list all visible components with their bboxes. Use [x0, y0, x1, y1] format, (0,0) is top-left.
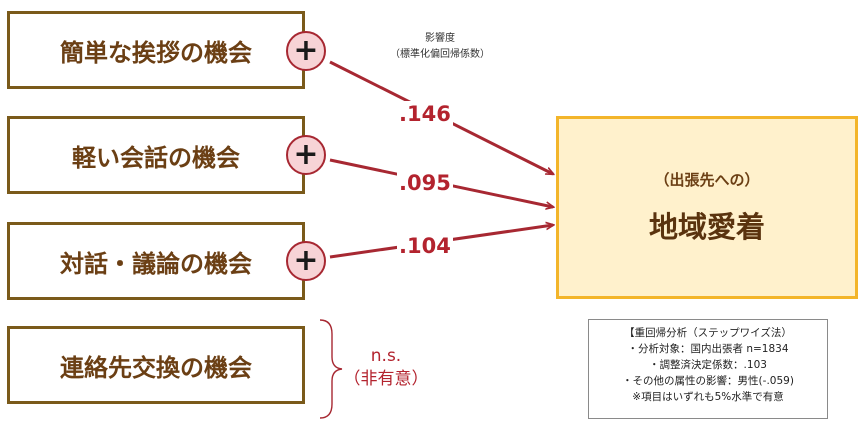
ns-explanation: （非有意）: [343, 369, 429, 389]
outcome-title: 地域愛着: [648, 210, 765, 244]
plus-icon: +: [286, 31, 326, 71]
plus-icon: +: [286, 241, 326, 281]
legend-title: 影響度: [425, 33, 455, 44]
note-line: ・その他の属性の影響：男性(-.059): [622, 375, 794, 387]
factor-box-greeting: 簡単な挨拶の機会: [7, 11, 305, 89]
analysis-note-box: 【重回帰分析（ステップワイズ法） ・分析対象：国内出張者 n=1834 ・調整済…: [588, 319, 828, 419]
factor-label: 対話・議論の機会: [60, 249, 252, 278]
coefficient-label: .146: [397, 101, 453, 127]
plus-icon: +: [286, 135, 326, 175]
note-title: 【重回帰分析（ステップワイズ法）: [624, 327, 792, 339]
note-line: ・分析対象：国内出張者 n=1834: [627, 343, 789, 355]
factor-label: 簡単な挨拶の機会: [60, 38, 252, 67]
factor-label: 軽い会話の機会: [72, 143, 240, 172]
factor-box-conversation: 軽い会話の機会: [7, 116, 305, 194]
legend-subtitle: （標準化偏回帰係数）: [390, 49, 490, 60]
coefficient-label: .104: [397, 233, 453, 259]
outcome-subtitle: （出張先への）: [654, 171, 760, 189]
ns-text: n.s.: [370, 346, 402, 366]
factor-label: 連絡先交換の機会: [60, 353, 252, 382]
factor-box-contact-exchange: 連絡先交換の機会: [7, 326, 305, 404]
coefficient-legend: 影響度 （標準化偏回帰係数）: [370, 31, 510, 63]
factor-box-discussion: 対話・議論の機会: [7, 222, 305, 300]
note-line: ・調整済決定係数：.103: [649, 359, 767, 371]
nonsignificant-label: n.s. （非有意）: [336, 345, 436, 391]
nonsig-brace: [319, 319, 343, 419]
outcome-box: （出張先への） 地域愛着: [556, 116, 858, 299]
coefficient-label: .095: [397, 170, 453, 196]
note-line: ※項目はいずれも5%水準で有意: [632, 391, 784, 403]
